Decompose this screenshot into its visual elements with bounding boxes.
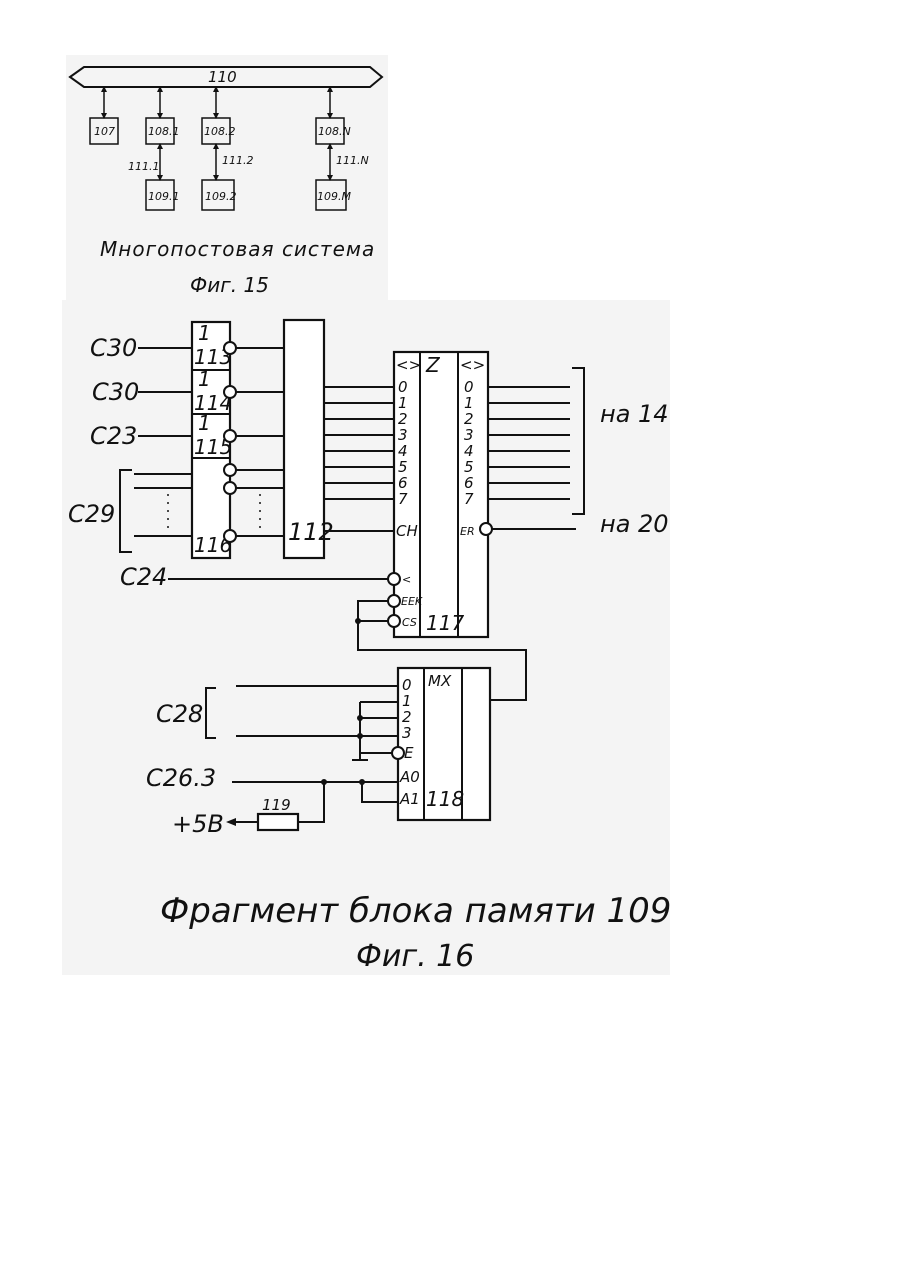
block-108-n-label: 108.N bbox=[318, 125, 351, 138]
chip-117-er-bubble bbox=[480, 523, 492, 535]
chip-117-mid-header: Z bbox=[425, 353, 441, 377]
chip-117-pin-er: ER bbox=[460, 525, 475, 538]
mux-118-pin-e: E bbox=[404, 744, 414, 762]
link-111-2-label: 111.2 bbox=[222, 154, 254, 167]
chip-117-label: 117 bbox=[426, 611, 464, 635]
chip-117-pin-in-7: 7 bbox=[398, 490, 408, 508]
inverter-bubble-115 bbox=[224, 430, 236, 442]
mux-118-pin-3: 3 bbox=[402, 724, 412, 742]
chip-117-pin-eek: EEK bbox=[401, 595, 423, 608]
output-to-14: на 14 bbox=[600, 400, 669, 428]
mux-118-pin-a0: A0 bbox=[399, 768, 420, 786]
figure-16-caption: Фрагмент блока памяти 109 bbox=[160, 891, 671, 931]
block-108-2-label: 108.2 bbox=[204, 125, 236, 138]
mux-118-pin-a1: A1 bbox=[399, 790, 420, 808]
mux-118-enable-bubble bbox=[392, 747, 404, 759]
input-c30-a: C30 bbox=[90, 334, 137, 362]
input-c26-3: C26.3 bbox=[146, 764, 216, 792]
bus-label: 110 bbox=[208, 68, 237, 86]
input-c28: C28 bbox=[156, 700, 203, 728]
figure-15-caption: Многопостовая система bbox=[100, 237, 375, 261]
gate-115-type: 1 bbox=[198, 411, 211, 435]
block-109-m-label: 109.M bbox=[317, 190, 351, 203]
mux-118-label: 118 bbox=[426, 787, 464, 811]
output-to-20: на 20 bbox=[600, 510, 669, 538]
link-111-1-label: 111.1 bbox=[128, 160, 160, 173]
chip-117-pin-ch: CH bbox=[396, 522, 418, 540]
chip-117-ctrl-bubble-b bbox=[388, 595, 400, 607]
chip-117-ctrl-bubble-c bbox=[388, 615, 400, 627]
block-109-1-label: 109.1 bbox=[148, 190, 180, 203]
figure-16-background bbox=[62, 300, 670, 975]
chip-117-pin-rw: < bbox=[402, 573, 411, 586]
chip-117-left-header: <> bbox=[396, 356, 421, 374]
chip-117-right-header: <> bbox=[460, 356, 485, 374]
chip-117-pin-out-7: 7 bbox=[464, 490, 474, 508]
input-c30-b: C30 bbox=[92, 378, 139, 406]
input-c29: C29 bbox=[68, 500, 115, 528]
block-109-2-label: 109.2 bbox=[205, 190, 237, 203]
gate-114-type: 1 bbox=[198, 367, 211, 391]
link-111-n-label: 111.N bbox=[336, 154, 369, 167]
inverter-bubble-116a bbox=[224, 464, 236, 476]
input-c23: C23 bbox=[90, 422, 137, 450]
figure-15-number: Фиг. 15 bbox=[190, 273, 269, 297]
figure-15-background bbox=[66, 55, 388, 300]
resistor-119-label: 119 bbox=[262, 796, 291, 814]
input-c24: C24 bbox=[120, 563, 167, 591]
inverter-bubble-114 bbox=[224, 386, 236, 398]
mux-118-header: MX bbox=[428, 672, 452, 690]
block-107-label: 107 bbox=[94, 125, 115, 138]
figure-16-number: Фиг. 16 bbox=[356, 939, 474, 974]
chip-117-pin-cs: CS bbox=[402, 616, 417, 629]
input-plus-5b: +5B bbox=[172, 810, 224, 838]
block-108-1-label: 108.1 bbox=[148, 125, 180, 138]
gate-113-type: 1 bbox=[198, 321, 211, 345]
inverter-bubble-113 bbox=[224, 342, 236, 354]
chip-117-ctrl-bubble-a bbox=[388, 573, 400, 585]
inverter-bubble-116b bbox=[224, 482, 236, 494]
inverter-bubble-116c bbox=[224, 530, 236, 542]
resistor-119 bbox=[258, 814, 298, 830]
